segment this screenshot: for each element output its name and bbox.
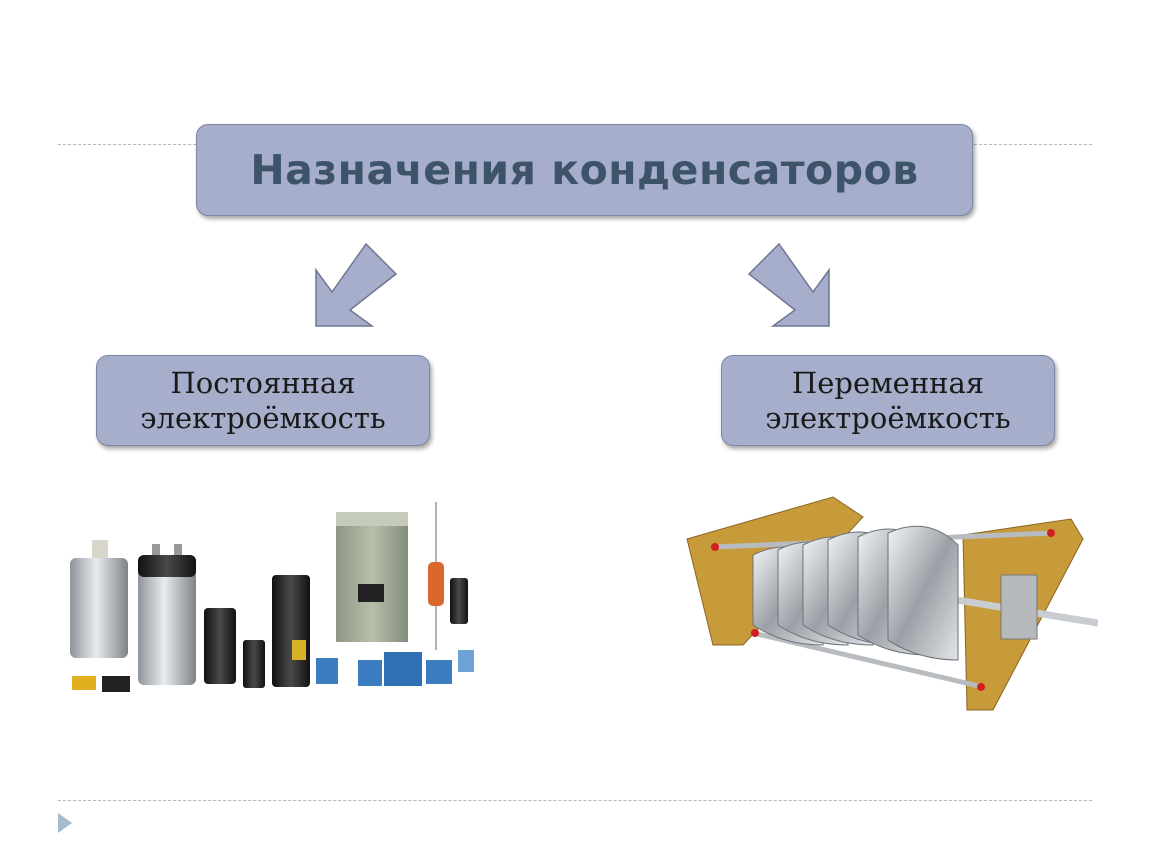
title-box: Назначения конденсаторов — [196, 124, 973, 216]
variable-capacitance-box: Переменная электроёмкость — [721, 355, 1055, 446]
slide-bullet-icon — [58, 813, 72, 833]
variable-capacitance-line2: электроёмкость — [765, 400, 1011, 435]
fixed-capacitance-line2: электроёмкость — [140, 400, 386, 435]
bottom-divider — [58, 800, 1092, 801]
arrow-down-left-icon — [315, 242, 398, 327]
fixed-capacitance-box: Постоянная электроёмкость — [96, 355, 430, 446]
title-text: Назначения конденсаторов — [250, 146, 919, 194]
arrow-down-right-icon — [747, 242, 830, 327]
fixed-capacitance-line1: Постоянная — [170, 365, 356, 400]
fixed-capacitors-image — [70, 502, 474, 692]
variable-capacitor-image — [686, 496, 1098, 711]
variable-capacitance-line1: Переменная — [791, 365, 985, 400]
